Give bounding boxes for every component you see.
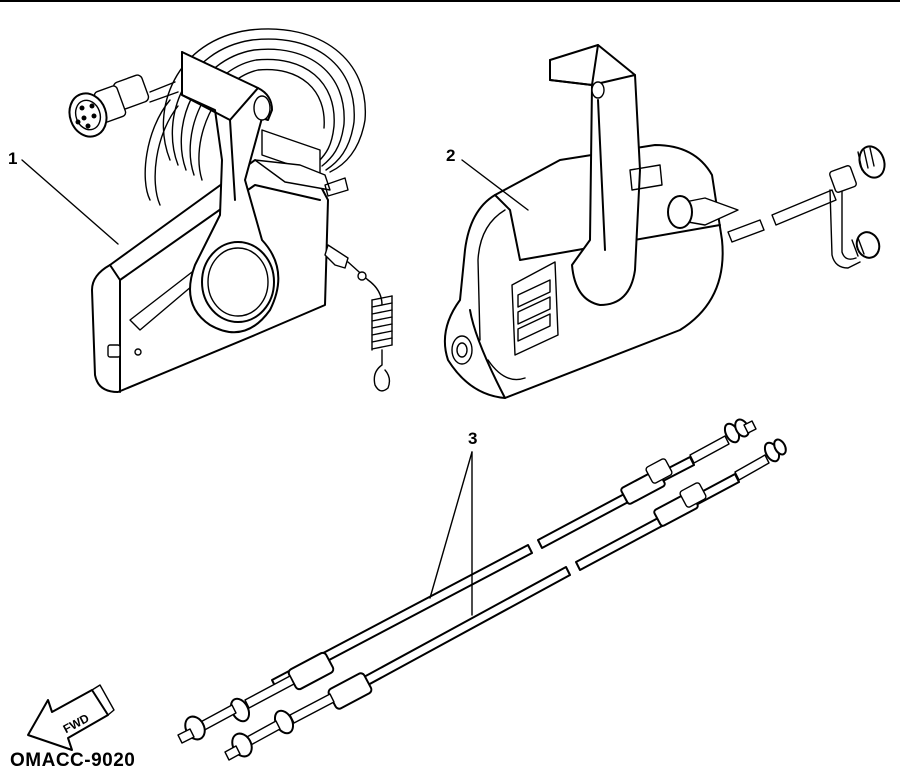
forward-arrow-icon: FWD: [27, 684, 115, 751]
callout-2: 2: [446, 146, 529, 211]
figure-code: OMACC-9020: [10, 750, 136, 771]
upper-control-cable: [177, 418, 757, 744]
throttle-spring-clip: [324, 177, 393, 392]
remote-control-box-part-2: [443, 44, 886, 399]
callout-1: 1: [8, 149, 119, 245]
callout-3: 3: [429, 429, 477, 616]
harness-connector: [68, 74, 179, 138]
leader-line-3a: [429, 451, 473, 599]
remote-control-box-part-1: [68, 28, 393, 393]
coiled-harness: [144, 28, 366, 206]
leader-line-2: [461, 159, 529, 211]
callout-number-3: 3: [468, 429, 477, 448]
lanyard-switch-cable: [727, 145, 886, 269]
lower-control-cable: [224, 438, 787, 761]
control-cables-part-3: [177, 418, 787, 761]
leader-line-1: [21, 159, 119, 245]
callout-number-2: 2: [446, 146, 455, 165]
callout-number-1: 1: [8, 149, 17, 168]
